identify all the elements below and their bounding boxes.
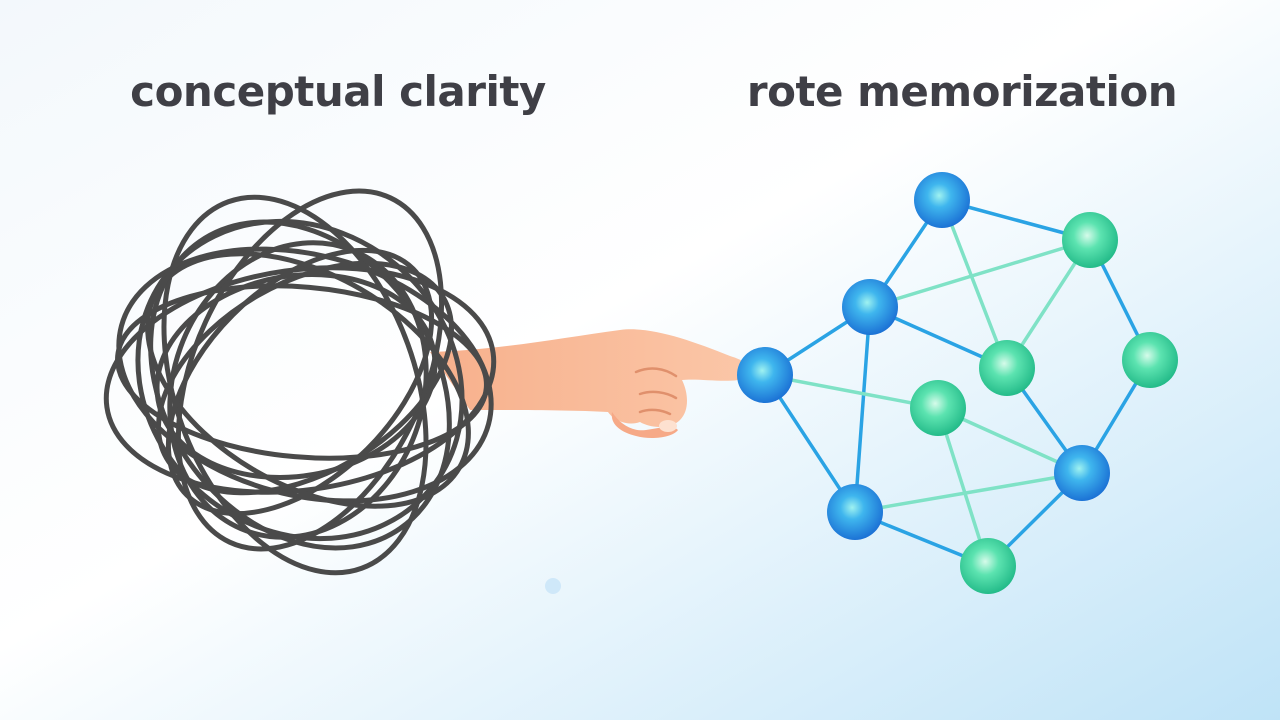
network-node: [1122, 332, 1178, 388]
hand-knuckle-lines: [634, 367, 678, 416]
network-node: [910, 380, 966, 436]
pointing-hand-icon: [430, 329, 753, 438]
tangled-scribble-icon: [103, 188, 497, 576]
decorative-dot: [545, 578, 561, 594]
network-node: [1054, 445, 1110, 501]
network-node: [979, 340, 1035, 396]
heading-left: conceptual clarity: [130, 67, 546, 116]
network-node: [827, 484, 883, 540]
hand-arm: [430, 329, 753, 427]
network-node: [842, 279, 898, 335]
heading-right: rote memorization: [747, 67, 1177, 116]
network-node: [914, 172, 970, 228]
hand-thumb: [611, 412, 678, 438]
node-network-icon: [737, 172, 1178, 594]
network-node: [737, 347, 793, 403]
network-node: [960, 538, 1016, 594]
hand-fingernail: [659, 420, 677, 432]
network-node: [1062, 212, 1118, 268]
